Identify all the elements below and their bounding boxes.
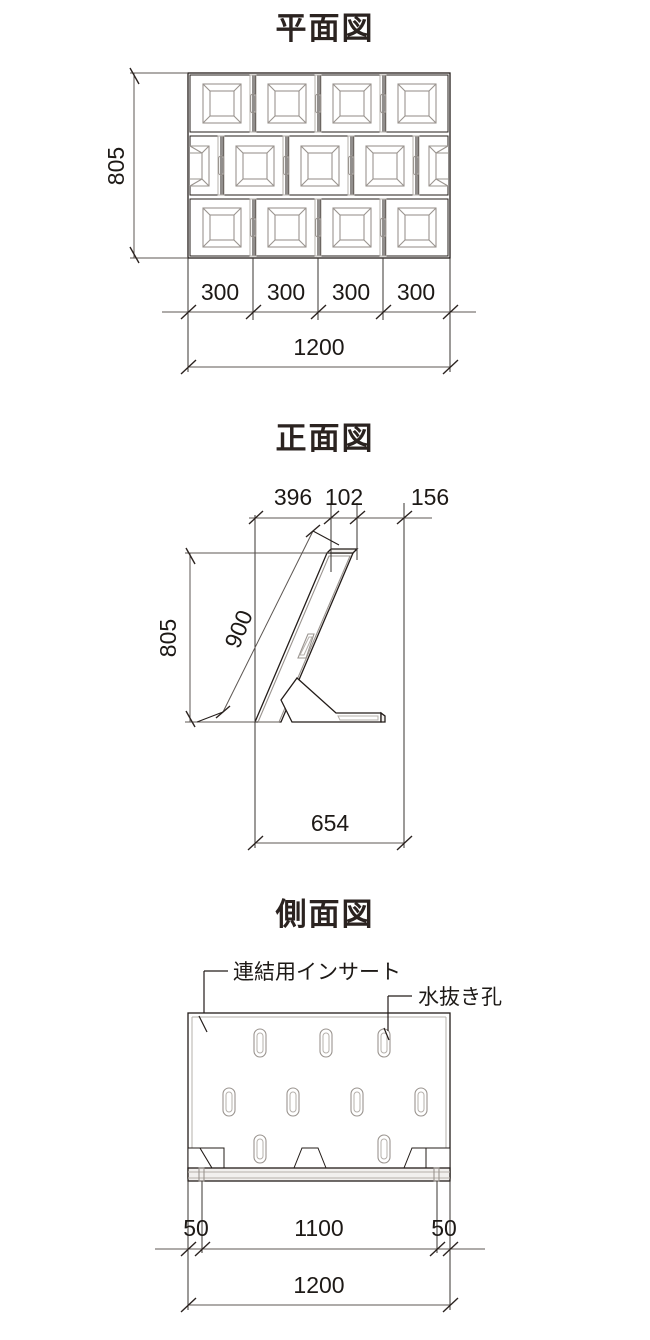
front-view-group: 396 102 156 805 900: [155, 484, 449, 851]
plan-joint-strip: [249, 198, 387, 257]
plan-segment-value: 300: [267, 279, 305, 305]
plan-recess-half: [428, 145, 449, 187]
plan-row-top: [189, 74, 449, 133]
plan-segment-value: 300: [201, 279, 239, 305]
plan-joint-strip: [249, 74, 387, 133]
front-dim-top: 396 102 156: [248, 484, 449, 730]
front-foot: [280, 677, 386, 723]
front-base-value: 654: [311, 810, 350, 836]
front-dim-base: 654: [247, 726, 413, 851]
drain-hole-icon: [286, 1087, 300, 1117]
drain-hole-icon: [350, 1087, 364, 1117]
side-hole-row-1: [253, 1028, 391, 1058]
plan-recess: [365, 145, 405, 187]
side-view-title: 側面図: [275, 897, 375, 933]
plan-recess-half: [189, 145, 210, 187]
plan-recess: [397, 207, 437, 248]
plan-segment-value: 300: [397, 279, 435, 305]
drain-hole-icon: [253, 1134, 267, 1164]
plan-row-bottom: [189, 198, 449, 257]
plan-dim-overall: 1200: [180, 312, 459, 375]
side-hole-row-2: [222, 1087, 428, 1117]
plan-dim-height: 805: [103, 67, 188, 264]
drain-callout: 水抜き孔: [383, 985, 502, 1041]
side-dim-left: 50: [183, 1215, 209, 1241]
front-slab-notch: [297, 633, 315, 659]
front-inclined-slab: [254, 548, 359, 723]
plan-recess: [397, 83, 437, 124]
insert-callout: 連結用インサート: [198, 960, 401, 1033]
front-dim-height: 805: [155, 547, 330, 728]
insert-label: 連結用インサート: [233, 960, 401, 984]
plan-recess: [267, 207, 307, 248]
plan-recess: [332, 207, 372, 248]
side-dim-overall: 1200: [180, 1249, 459, 1313]
side-overall-value: 1200: [293, 1272, 344, 1298]
side-dim-middle: 1100: [294, 1215, 343, 1241]
plan-overall-value: 1200: [293, 334, 344, 360]
plan-recess: [202, 207, 242, 248]
drain-hole-icon: [253, 1028, 267, 1058]
plan-height-value: 805: [103, 147, 129, 185]
plan-recess: [235, 145, 275, 187]
plan-recess: [267, 83, 307, 124]
drain-hole-icon: [414, 1087, 428, 1117]
drain-label: 水抜き孔: [418, 985, 502, 1009]
front-view-title: 正面図: [275, 421, 375, 457]
drain-hole-icon: [377, 1134, 391, 1164]
plan-recess: [332, 83, 372, 124]
foot-body: [280, 677, 382, 723]
side-hole-row-3: [253, 1134, 391, 1164]
slab-inner: [257, 555, 351, 723]
front-dim-156: 156: [411, 484, 449, 510]
side-view-group: 連結用インサート 水抜き孔 50 1100: [155, 960, 502, 1313]
drain-hole-icon: [222, 1087, 236, 1117]
plan-recess: [202, 83, 242, 124]
plan-segment-value: 300: [332, 279, 370, 305]
plan-recess: [300, 145, 340, 187]
plan-view-title: 平面図: [275, 11, 375, 47]
side-dim-right: 50: [431, 1215, 457, 1241]
plan-joint-strip: [217, 135, 420, 196]
drain-hole-icon: [319, 1028, 333, 1058]
front-dim-396: 396: [274, 484, 312, 510]
front-height-value: 805: [155, 619, 181, 657]
side-dim-segments: 50 1100 50: [155, 1181, 485, 1257]
side-base-strip: [187, 1167, 451, 1182]
front-dim-102: 102: [325, 484, 363, 510]
plan-view-group: 805 300 300 300 300: [103, 67, 476, 375]
front-slope-value: 900: [219, 606, 257, 651]
plan-row-middle: [189, 135, 449, 196]
plan-dim-segments: 300 300 300 300: [162, 258, 476, 320]
